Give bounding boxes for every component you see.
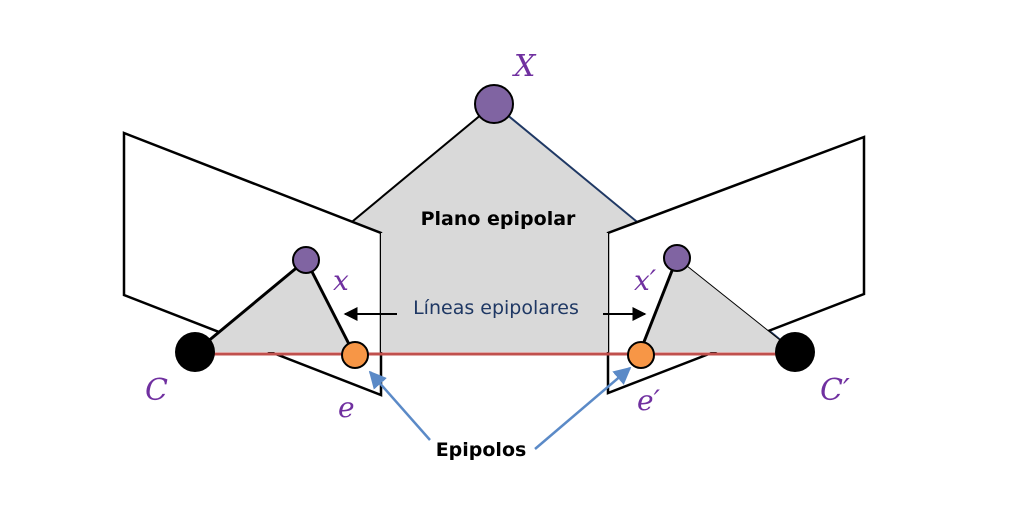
- right-epipole: [627, 341, 655, 369]
- right-ray-cprime-to-x: [676, 257, 796, 353]
- epipoles-label: Epipolos: [436, 439, 527, 461]
- right-camera-center-label: C′: [820, 373, 850, 408]
- left-epipole-label: e: [338, 391, 355, 424]
- right-epipole-label: e′: [637, 384, 661, 417]
- left-camera-center: [175, 332, 215, 372]
- epipolar-lines-label: Líneas epipolares: [413, 297, 579, 319]
- left-image-point: [292, 246, 320, 274]
- left-epipole: [341, 341, 369, 369]
- right-image-point: [663, 244, 691, 272]
- epipolar-plane-center: [381, 233, 608, 352]
- epipolar-plane-label: Plano epipolar: [421, 208, 576, 230]
- world-point: [474, 84, 514, 124]
- left-camera-center-label: C: [145, 373, 168, 408]
- right-camera-center: [775, 332, 815, 372]
- left-epipolar-line: [304, 259, 355, 353]
- arrow-left-epipole: [368, 370, 431, 441]
- left-plane-triangle: [195, 260, 353, 352]
- world-point-label: X: [512, 49, 537, 84]
- arrow-right-epipole: [534, 366, 632, 450]
- left-ray-c-to-x: [194, 258, 307, 354]
- left-image-point-label: x: [333, 264, 349, 297]
- right-plane-triangle: [640, 258, 795, 352]
- right-image-point-label: x′: [634, 264, 657, 297]
- right-epipolar-line: [638, 257, 679, 353]
